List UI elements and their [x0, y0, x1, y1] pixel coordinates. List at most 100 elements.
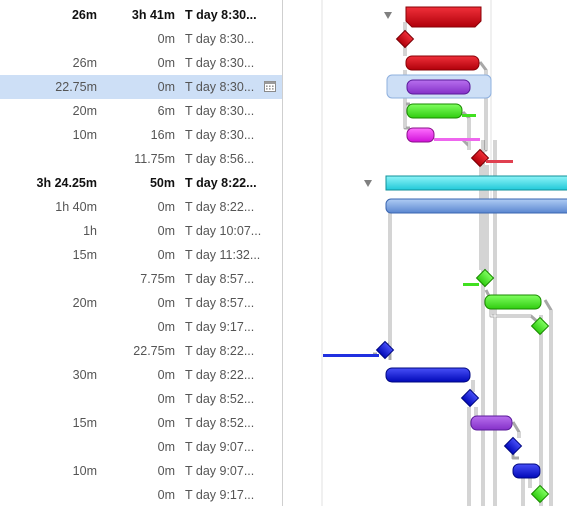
start-date-cell[interactable]: T day 8:30...	[185, 32, 255, 46]
table-row[interactable]: 15m 0m T day 8:52...	[0, 411, 282, 435]
effort-cell[interactable]: 0m	[157, 368, 175, 382]
table-row[interactable]: 1h 0m T day 10:07...	[0, 219, 282, 243]
duration-cell[interactable]: 15m	[72, 416, 97, 430]
table-row[interactable]: 0m T day 9:17...	[0, 483, 282, 507]
disclosure-triangle-icon[interactable]	[384, 12, 392, 19]
milestone-2[interactable]	[470, 148, 490, 168]
effort-cell[interactable]: 7.75m	[140, 272, 175, 286]
duration-cell[interactable]: 10m	[72, 128, 97, 142]
start-date-cell[interactable]: T day 8:22...	[185, 344, 255, 358]
table-row[interactable]: 0m T day 8:52...	[0, 387, 282, 411]
start-date-cell[interactable]: T day 11:32...	[185, 248, 261, 262]
duration-cell[interactable]: 20m	[72, 104, 97, 118]
pane-divider[interactable]	[282, 0, 283, 506]
start-date-cell[interactable]: T day 10:07...	[185, 224, 262, 238]
milestone-blue-3[interactable]	[503, 436, 523, 456]
table-row[interactable]: 15m 0m T day 11:32...	[0, 243, 282, 267]
milestone-green-3[interactable]	[530, 484, 550, 504]
summary-bar-group-2[interactable]	[385, 175, 567, 191]
effort-cell[interactable]: 0m	[157, 416, 175, 430]
effort-cell[interactable]: 0m	[157, 200, 175, 214]
effort-cell[interactable]: 0m	[157, 440, 175, 454]
effort-cell[interactable]: 6m	[157, 104, 175, 118]
start-date-cell[interactable]: T day 8:30...	[185, 8, 257, 22]
start-date-cell[interactable]: T day 8:52...	[185, 416, 255, 430]
start-date-cell[interactable]: T day 9:07...	[185, 440, 255, 454]
table-row[interactable]: 30m 0m T day 8:22...	[0, 363, 282, 387]
task-bar-magenta[interactable]	[406, 127, 435, 143]
duration-cell[interactable]: 26m	[71, 8, 97, 22]
table-row[interactable]: 0m T day 9:17...	[0, 315, 282, 339]
effort-cell[interactable]: 0m	[157, 296, 175, 310]
start-date-cell[interactable]: T day 8:56...	[185, 152, 255, 166]
effort-cell[interactable]: 0m	[157, 224, 175, 238]
duration-cell[interactable]: 20m	[72, 296, 97, 310]
start-date-cell[interactable]: T day 9:17...	[185, 320, 255, 334]
task-bar-green-2[interactable]	[484, 294, 542, 310]
duration-cell[interactable]: 30m	[72, 368, 97, 382]
effort-cell[interactable]: 50m	[149, 176, 175, 190]
task-bar-purple-2[interactable]	[470, 415, 513, 431]
table-row[interactable]: 26m 3h 41m T day 8:30...	[0, 3, 282, 27]
start-date-cell[interactable]: T day 8:30...	[185, 80, 255, 94]
effort-cell[interactable]: 0m	[157, 32, 175, 46]
duration-cell[interactable]: 15m	[72, 248, 97, 262]
duration-cell[interactable]: 26m	[72, 56, 97, 70]
milestone-blue-2[interactable]	[460, 388, 480, 408]
table-row[interactable]: 20m 6m T day 8:30...	[0, 99, 282, 123]
start-date-cell[interactable]: T day 8:57...	[185, 272, 255, 286]
effort-cell[interactable]: 0m	[157, 464, 175, 478]
effort-cell[interactable]: 0m	[157, 320, 175, 334]
effort-cell[interactable]: 16m	[150, 128, 175, 142]
start-date-cell[interactable]: T day 8:52...	[185, 392, 255, 406]
effort-cell[interactable]: 22.75m	[133, 344, 175, 358]
table-row[interactable]: 0m T day 9:07...	[0, 435, 282, 459]
start-date-cell[interactable]: T day 8:22...	[185, 368, 255, 382]
duration-cell[interactable]: 22.75m	[55, 80, 97, 94]
effort-cell[interactable]: 3h 41m	[131, 8, 175, 22]
effort-cell[interactable]: 0m	[157, 488, 175, 502]
table-row[interactable]: 0m T day 8:30...	[0, 27, 282, 51]
calendar-icon[interactable]	[264, 81, 276, 92]
task-bar-blue-2[interactable]	[512, 463, 541, 479]
milestone-1[interactable]	[395, 29, 415, 49]
effort-cell[interactable]: 11.75m	[134, 152, 175, 166]
task-bar-red[interactable]	[405, 55, 480, 71]
duration-cell[interactable]: 1h 40m	[55, 200, 97, 214]
table-row[interactable]: 3h 24.25m 50m T day 8:22...	[0, 171, 282, 195]
task-bar-light-blue[interactable]	[385, 198, 567, 214]
start-date-cell[interactable]: T day 8:30...	[185, 128, 255, 142]
effort-cell[interactable]: 0m	[157, 248, 175, 262]
effort-cell[interactable]: 0m	[157, 80, 175, 94]
task-slack-green	[462, 114, 476, 117]
effort-cell[interactable]: 0m	[157, 392, 175, 406]
duration-cell[interactable]: 1h	[83, 224, 97, 238]
table-row[interactable]: 10m 0m T day 9:07...	[0, 459, 282, 483]
start-date-cell[interactable]: T day 9:07...	[185, 464, 255, 478]
table-row[interactable]: 11.75m T day 8:56...	[0, 147, 282, 171]
table-row[interactable]: 26m 0m T day 8:30...	[0, 51, 282, 75]
duration-cell[interactable]: 10m	[72, 464, 97, 478]
table-row[interactable]: 20m 0m T day 8:57...	[0, 291, 282, 315]
effort-cell[interactable]: 0m	[157, 56, 175, 70]
table-row[interactable]: 1h 40m 0m T day 8:22...	[0, 195, 282, 219]
table-row[interactable]: 22.75m 0m T day 8:30...	[0, 75, 282, 99]
start-date-cell[interactable]: T day 8:57...	[185, 296, 255, 310]
start-date-cell[interactable]: T day 8:22...	[185, 200, 255, 214]
milestone-green-2[interactable]	[530, 316, 550, 336]
task-bar-blue[interactable]	[385, 367, 471, 383]
task-bar-purple[interactable]	[406, 79, 471, 95]
milestone-green-1[interactable]	[475, 268, 495, 288]
task-bar-green[interactable]	[406, 103, 463, 119]
start-date-cell[interactable]: T day 8:30...	[185, 56, 255, 70]
duration-cell[interactable]: 3h 24.25m	[36, 176, 97, 190]
summary-bar-group-1[interactable]	[405, 6, 482, 28]
milestone-blue-1[interactable]	[375, 340, 395, 360]
table-row[interactable]: 22.75m T day 8:22...	[0, 339, 282, 363]
start-date-cell[interactable]: T day 8:30...	[185, 104, 255, 118]
start-date-cell[interactable]: T day 8:22...	[185, 176, 257, 190]
table-row[interactable]: 10m 16m T day 8:30...	[0, 123, 282, 147]
table-row[interactable]: 7.75m T day 8:57...	[0, 267, 282, 291]
start-date-cell[interactable]: T day 9:17...	[185, 488, 255, 502]
disclosure-triangle-icon[interactable]	[364, 180, 372, 187]
